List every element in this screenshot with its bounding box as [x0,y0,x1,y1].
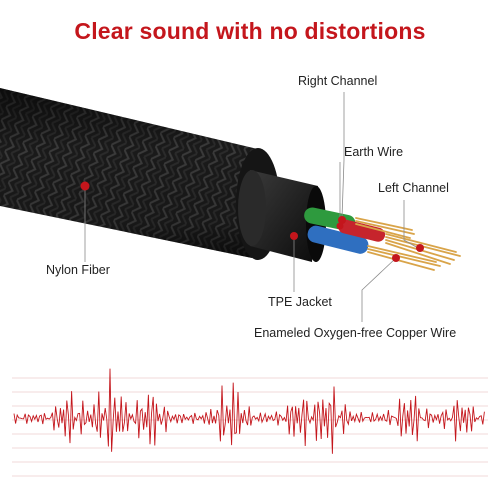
nylon-braided-cable [0,88,280,260]
label-tpe-jacket: TPE Jacket [268,295,332,309]
callout-lines [84,92,419,322]
callout-dots [80,181,424,262]
copper-wire-dot [392,254,400,262]
label-earth-wire: Earth Wire [344,145,404,159]
tpe-jacket-dot [290,232,298,240]
earth-wire-dot [336,222,344,230]
tpe-jacket [238,170,326,262]
left-channel-dot [416,244,424,252]
label-copper-wire: Enameled Oxygen-free Copper Wire [254,326,457,340]
inner-wires [304,207,461,271]
label-nylon-fiber: Nylon Fiber [46,263,110,277]
right-channel-dot [338,216,346,224]
label-right-channel: Right Channel [298,74,378,88]
nylon-fiber-dot [80,181,90,191]
label-left-channel: Left Channel [378,181,449,195]
headline: Clear sound with no distortions [74,18,426,44]
sound-waveform [12,368,488,486]
